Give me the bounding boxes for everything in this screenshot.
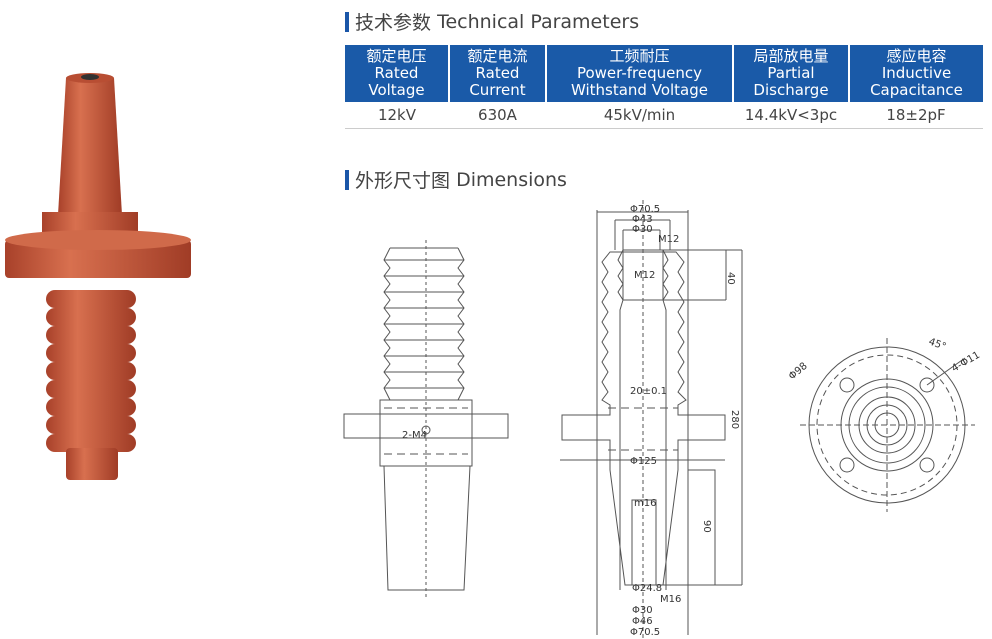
- top-view-drawing: Φ98 45° 4-Φ11: [787, 336, 982, 512]
- dim-inner-thread: M12: [634, 270, 655, 281]
- top-holes: 4-Φ11: [950, 350, 982, 375]
- value-capacitance: 18±2pF: [849, 102, 983, 129]
- section-drawing: Φ70.5 Φ43 Φ30 M12 M12 40 280 20±0.1 Φ125…: [560, 200, 743, 639]
- dim-bottom-depth: 90: [701, 520, 712, 533]
- heading-accent-bar: [345, 169, 349, 190]
- dim-height: 280: [729, 410, 740, 429]
- dim-bottom-inner: Φ30: [632, 605, 653, 616]
- dim-top-mid: Φ43: [632, 214, 653, 225]
- dim-bottom-outer: Φ70.5: [630, 627, 660, 638]
- product-photo: [5, 73, 191, 480]
- heading-cn: 技术参数: [355, 12, 432, 34]
- dim-top-inner: Φ30: [632, 224, 653, 235]
- heading-cn: 外形尺寸图: [355, 170, 451, 192]
- side-thread-label: 2-M4: [402, 430, 427, 441]
- technical-parameters-heading: 技术参数 Technical Parameters: [345, 8, 639, 35]
- dim-bore: Φ24.8: [632, 583, 662, 594]
- dimensions-heading: 外形尺寸图 Dimensions: [345, 166, 567, 193]
- dim-bottom-thread: M16: [660, 594, 681, 605]
- dim-top-thread: M12: [658, 234, 679, 245]
- top-pcd: Φ98: [787, 361, 810, 383]
- value-rated-voltage: 12kV: [345, 102, 449, 129]
- value-partial-discharge: 14.4kV<3pc: [733, 102, 849, 129]
- value-withstand-voltage: 45kV/min: [546, 102, 733, 129]
- dim-bottom-mid: Φ46: [632, 616, 653, 627]
- side-view-drawing: 2-M4: [343, 240, 509, 600]
- top-angle: 45°: [927, 336, 947, 352]
- heading-accent-bar: [345, 11, 349, 32]
- dim-top-outer: Φ70.5: [630, 204, 660, 215]
- table-row: 12kV 630A 45kV/min 14.4kV<3pc 18±2pF: [345, 102, 983, 129]
- value-rated-current: 630A: [449, 102, 546, 129]
- heading-en: Technical Parameters: [437, 10, 640, 33]
- dim-bolt-spacing: 20±0.1: [630, 386, 667, 397]
- dim-flange: Φ125: [630, 456, 657, 467]
- heading-en: Dimensions: [456, 168, 567, 191]
- dim-depth-top: 40: [725, 272, 736, 285]
- dim-bottom-inner-thread: m16: [634, 498, 656, 509]
